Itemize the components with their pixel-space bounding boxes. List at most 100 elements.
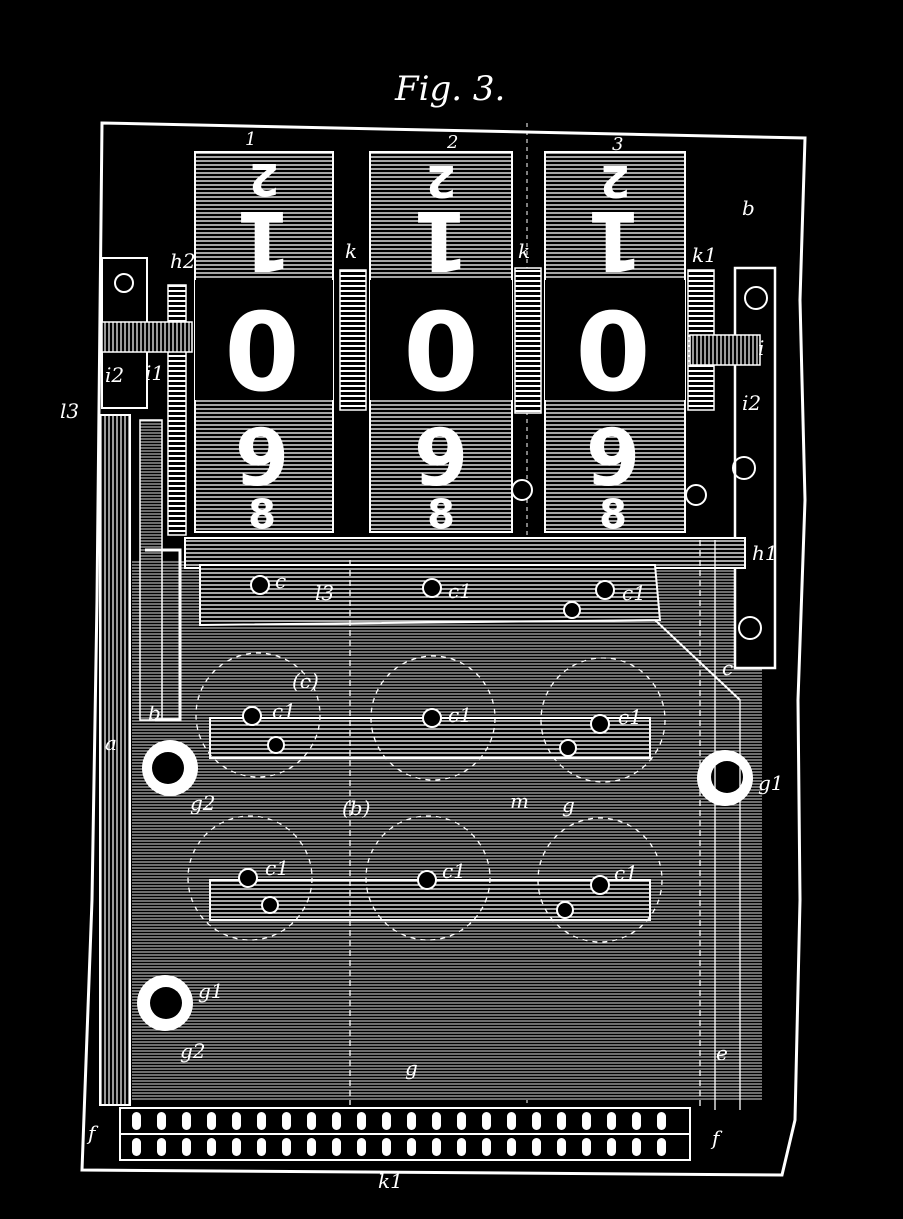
label-g1-right: g1 <box>758 771 784 795</box>
spring-coil <box>382 1138 391 1156</box>
wheel-1-number: 1 <box>245 129 256 150</box>
wheel-2-digit-9: 9 <box>414 414 468 504</box>
wheel-3-number: 3 <box>612 134 623 155</box>
label-i2-left: i2 <box>105 363 124 387</box>
spring-coils <box>132 1112 666 1156</box>
wheel-2 <box>369 151 513 533</box>
label-i1-left: i1 <box>145 361 164 385</box>
label-c-mid2: c1 <box>448 703 472 727</box>
wheel-3-digit-2: 2 <box>600 155 631 206</box>
wheel-1 <box>194 151 334 533</box>
wheel-2-digit-0: 0 <box>403 291 478 416</box>
spring-coil <box>432 1138 441 1156</box>
spring-coil <box>507 1112 516 1130</box>
label-h1-right: h1 <box>752 541 778 565</box>
label-c-mid3: c1 <box>618 705 642 729</box>
label-b-paren: (b) <box>342 796 370 820</box>
label-b-left: b <box>148 701 161 725</box>
label-a-left: a <box>105 731 117 755</box>
wheel-3-digit-9: 9 <box>586 414 640 504</box>
spring-coil <box>407 1138 416 1156</box>
spring-coil <box>357 1112 366 1130</box>
wheel-2-digit-8: 8 <box>427 492 455 538</box>
pivot-studs <box>238 479 707 919</box>
spring-coil <box>282 1138 291 1156</box>
spring-coil <box>632 1112 641 1130</box>
label-l3-mid: l3 <box>315 581 334 605</box>
wheel-1-digit-1: 1 <box>235 192 292 287</box>
spring-coil <box>632 1138 641 1156</box>
wheel-1-digit-0: 0 <box>224 291 299 416</box>
wheel-3-digit-8: 8 <box>599 492 627 538</box>
label-f-left: f <box>86 1121 99 1145</box>
spring-coil <box>482 1112 491 1130</box>
bolt-g1-right <box>697 750 753 806</box>
spring-coil <box>132 1112 141 1130</box>
spring-coil <box>232 1112 241 1130</box>
label-c-paren: (c) <box>292 669 319 693</box>
label-c-top3: c1 <box>622 581 646 605</box>
spring-coil <box>557 1138 566 1156</box>
spring-coil <box>332 1138 341 1156</box>
horizontal-shaft <box>184 537 746 569</box>
label-h2: h2 <box>170 249 196 273</box>
wheel-1-digit-9: 9 <box>235 414 289 504</box>
label-g-mid: g <box>562 793 575 817</box>
spring-coil <box>607 1112 616 1130</box>
wheel-3 <box>544 151 686 533</box>
label-k-a: k <box>345 239 357 263</box>
label-c-bot1: c1 <box>265 856 289 880</box>
spring-coil <box>182 1138 191 1156</box>
label-k-b: k <box>518 239 530 263</box>
spring-coil <box>582 1138 591 1156</box>
spring-coil <box>207 1112 216 1130</box>
label-i-right: i <box>758 336 764 360</box>
spring-coil <box>532 1138 541 1156</box>
spring-coil <box>232 1138 241 1156</box>
label-k1-bottom: k1 <box>378 1169 403 1193</box>
spring-coil <box>657 1138 666 1156</box>
spring-coil <box>582 1112 591 1130</box>
label-m-mid: m <box>510 789 529 813</box>
base-plate <box>132 560 762 1100</box>
wheel-1-digit-8: 8 <box>248 492 276 538</box>
spring-coil <box>457 1138 466 1156</box>
label-c-bot3: c1 <box>614 861 638 885</box>
spring-coil <box>282 1112 291 1130</box>
spring-coil <box>207 1138 216 1156</box>
rack-k-left <box>339 269 367 411</box>
label-l3-left: l3 <box>60 399 79 423</box>
spring-coil <box>482 1138 491 1156</box>
spring-coil <box>157 1112 166 1130</box>
label-i2-right: i2 <box>742 391 761 415</box>
spring-coil <box>132 1138 141 1156</box>
spring-coil <box>532 1112 541 1130</box>
spring-coil <box>407 1112 416 1130</box>
spring-coil <box>557 1112 566 1130</box>
label-c-right: c <box>722 656 733 680</box>
spring-coil <box>257 1112 266 1130</box>
wheel-3-digit-1: 1 <box>586 192 643 287</box>
label-g2-left-bottom: g2 <box>180 1039 206 1063</box>
bolt-g2-upper <box>142 740 198 796</box>
spring-coil <box>432 1112 441 1130</box>
gear-outlines <box>187 652 666 943</box>
label-b-top-right: b <box>742 196 755 220</box>
wheel-2-digit-2: 2 <box>426 155 457 206</box>
spring-coil <box>457 1112 466 1130</box>
label-c-mid1: c1 <box>272 699 296 723</box>
wheel-2-digit-1: 1 <box>412 192 469 287</box>
spring-coil <box>157 1138 166 1156</box>
label-c-top2: c1 <box>448 579 472 603</box>
wheel-2-number: 2 <box>446 132 458 153</box>
bolt-g1-lower <box>137 975 193 1031</box>
spring-coil <box>382 1112 391 1130</box>
label-f-right: f <box>710 1126 723 1150</box>
label-e-right: e <box>716 1041 728 1065</box>
label-c-bot2: c1 <box>442 859 466 883</box>
spring-coil <box>357 1138 366 1156</box>
spring-coil <box>507 1138 516 1156</box>
figure-title: Fig. 3. <box>394 69 505 109</box>
outer-frame <box>80 121 807 1177</box>
